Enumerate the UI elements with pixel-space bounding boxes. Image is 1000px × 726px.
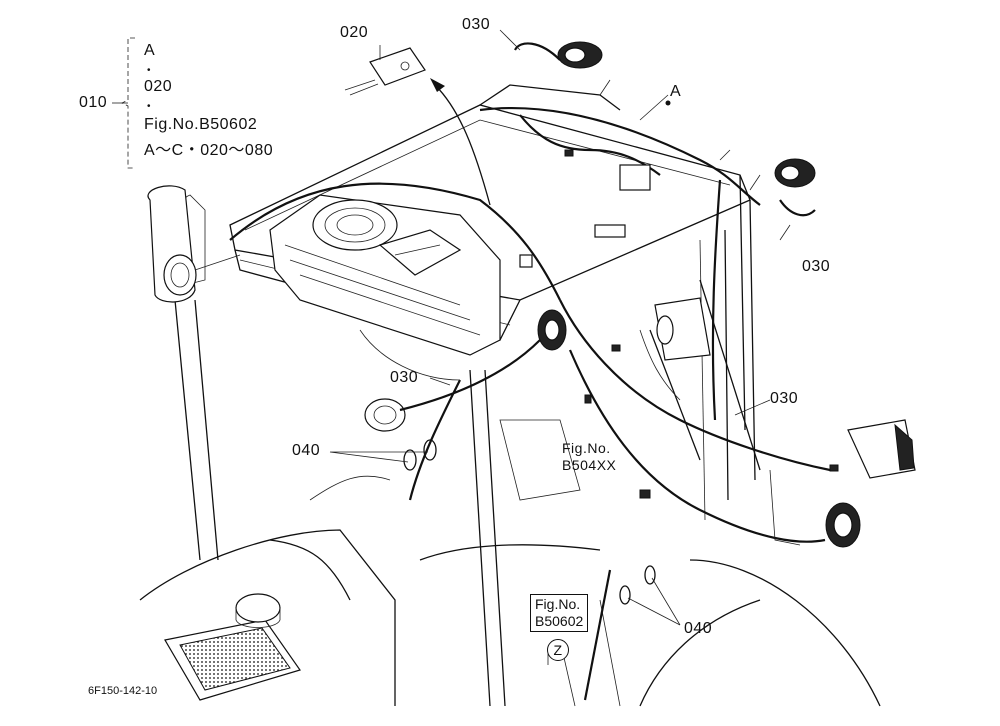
clamp-040	[403, 439, 656, 605]
callout-040-left: 040	[292, 442, 321, 459]
leader-lines	[112, 29, 791, 665]
callout-030-right2: 030	[770, 390, 799, 407]
fig-ref-b504xx: Fig.No. B504XX	[562, 440, 616, 474]
list-dot-2: •	[147, 101, 152, 112]
callout-030-right: 030	[802, 258, 831, 275]
callout-030-top: 030	[462, 16, 491, 33]
callout-a: A	[670, 83, 682, 100]
callout-020: 020	[340, 24, 369, 41]
view-z-marker: Z	[547, 639, 569, 661]
list-item-020: 020	[144, 78, 173, 95]
point-a-dot	[665, 100, 671, 106]
work-light-left	[364, 398, 406, 432]
fig-ref-b504xx-line2: B504XX	[562, 457, 617, 473]
fan-housing	[269, 194, 501, 356]
beacon-light	[825, 502, 861, 548]
work-light-top	[557, 41, 603, 69]
fig-ref-b50602-line2: B50602	[535, 613, 584, 629]
leader-arrow-020	[434, 84, 491, 206]
callout-040-bottom: 040	[684, 620, 713, 637]
drawing-code: 6F150-142-10	[88, 685, 158, 697]
fig-ref-b50602: Fig.No. B50602	[530, 594, 589, 632]
tractor-body	[139, 329, 881, 707]
rear-lamp-right	[847, 419, 916, 479]
fig-ref-b504xx-line1: Fig.No.	[562, 440, 611, 456]
connectors	[519, 149, 839, 499]
list-item-fig-b50602: Fig.No.B50602	[144, 116, 258, 133]
list-item-range: A～C・020～080	[144, 142, 274, 159]
list-item-a: A	[144, 42, 156, 59]
left-mirror	[147, 185, 241, 303]
rear-lamp-left	[654, 297, 711, 361]
wire-harness	[229, 42, 831, 543]
work-light-right	[774, 158, 816, 188]
speaker	[537, 309, 567, 351]
fig-ref-b50602-line1: Fig.No.	[535, 596, 581, 612]
controller-module-020	[344, 47, 426, 96]
list-dot-1: •	[147, 65, 152, 76]
list-bracket	[121, 37, 135, 169]
arrowhead	[430, 78, 445, 92]
callout-030-mid: 030	[390, 369, 419, 386]
callout-010: 010	[79, 94, 108, 111]
